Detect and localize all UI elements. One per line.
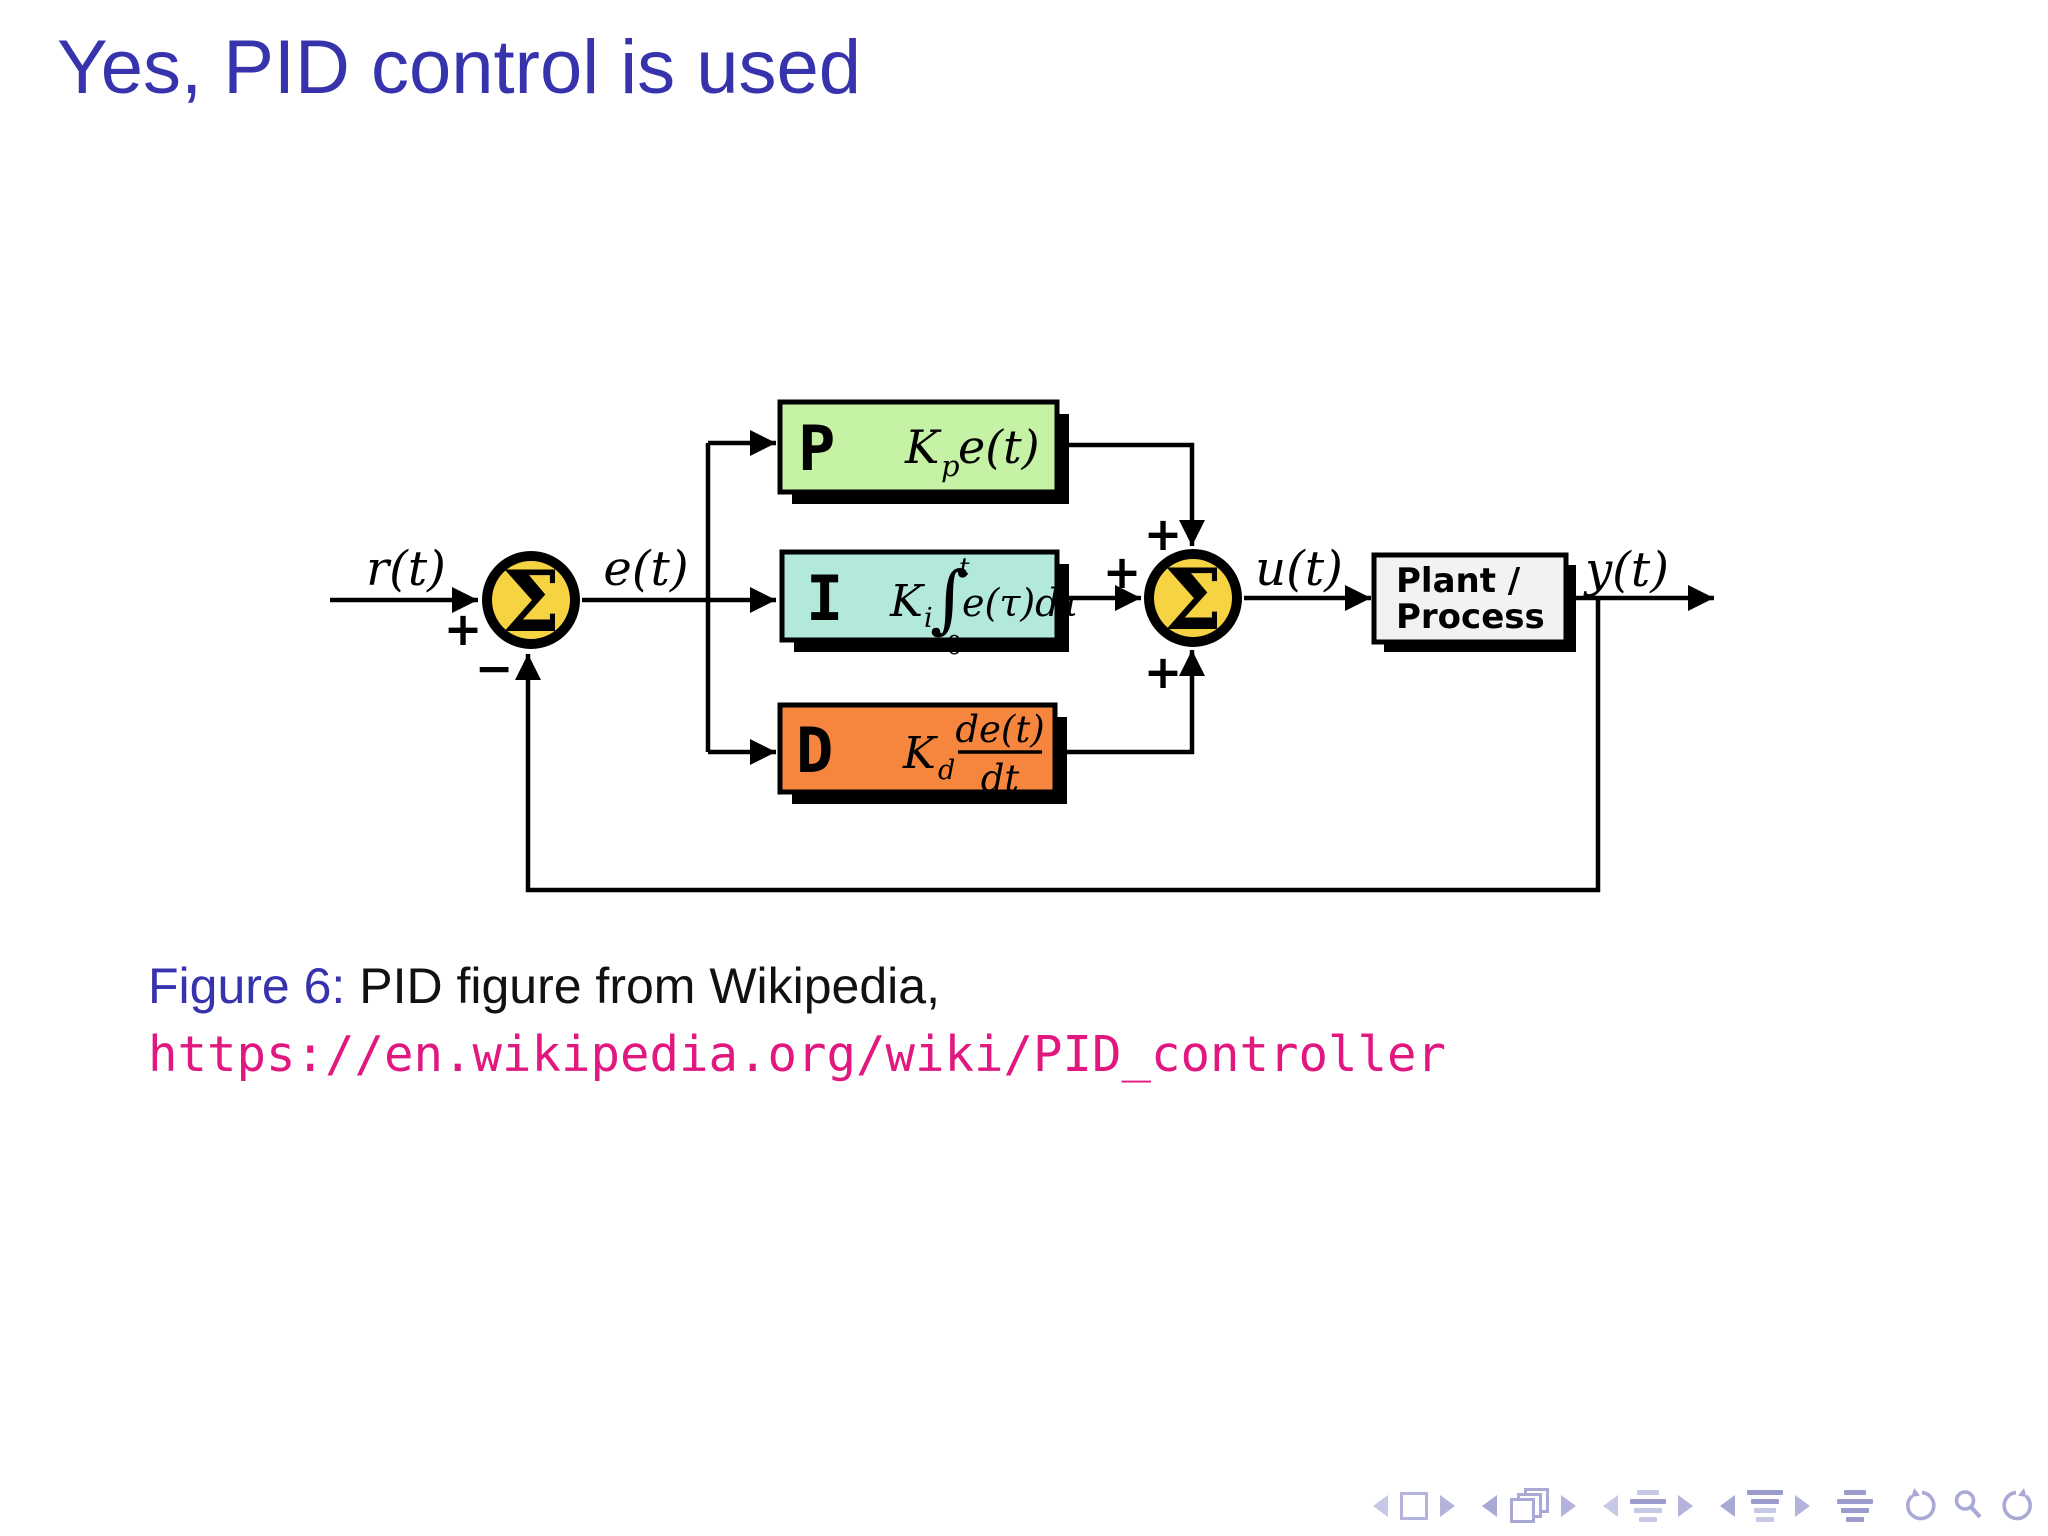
next-section-icon[interactable] bbox=[1795, 1495, 1810, 1517]
d-block-letter: D bbox=[796, 714, 833, 787]
wire-p-to-sum bbox=[1059, 442, 1205, 546]
error-signal-label: e(t) bbox=[603, 541, 688, 597]
minus-sign-left-sum: − bbox=[475, 641, 514, 695]
p-block-letter: P bbox=[798, 412, 835, 485]
wire-d-to-sum bbox=[1057, 650, 1205, 755]
d-block-gain-sub: d bbox=[938, 755, 955, 786]
sum-symbol-right: Σ bbox=[1163, 550, 1222, 649]
nav-group-section bbox=[1720, 1490, 1810, 1522]
nav-group-slide bbox=[1373, 1492, 1455, 1520]
plus-sign-right-sum-left: + bbox=[1103, 545, 1142, 599]
redo-navigation-icon[interactable] bbox=[2000, 1487, 2038, 1525]
i-block-letter: I bbox=[806, 562, 843, 635]
nav-group-appendix bbox=[1837, 1490, 1873, 1522]
prev-frame-icon[interactable] bbox=[1482, 1495, 1497, 1517]
i-block-integral-lower: 0 bbox=[946, 631, 963, 661]
search-icon[interactable] bbox=[1950, 1487, 1988, 1525]
appendix-toc-icon[interactable] bbox=[1837, 1490, 1873, 1522]
nav-group-frame bbox=[1482, 1488, 1576, 1524]
next-subsection-icon[interactable] bbox=[1678, 1495, 1693, 1517]
prev-slide-icon[interactable] bbox=[1373, 1495, 1388, 1517]
next-slide-icon[interactable] bbox=[1440, 1495, 1455, 1517]
nav-group-subsection bbox=[1603, 1490, 1693, 1522]
i-block bbox=[779, 549, 1060, 643]
control-signal-label: u(t) bbox=[1255, 541, 1343, 597]
input-signal-label: r(t) bbox=[366, 541, 446, 597]
section-toc-icon[interactable] bbox=[1747, 1490, 1783, 1522]
plant-label-line1: Plant / bbox=[1396, 561, 1521, 601]
p-block-expression: e(t) bbox=[958, 420, 1040, 474]
caption-text: PID figure from Wikipedia, bbox=[345, 958, 940, 1014]
navigation-bar bbox=[1346, 1486, 2038, 1526]
plus-sign-right-sum-top: + bbox=[1144, 507, 1183, 561]
i-block-integral-sign: ∫ bbox=[930, 556, 969, 642]
caption-url[interactable]: https://en.wikipedia.org/wiki/PID_contro… bbox=[148, 1026, 1447, 1083]
plus-sign-left-sum: + bbox=[444, 602, 483, 656]
wire-feedback bbox=[515, 598, 1601, 893]
pid-block-diagram: P K p e(t) I K i ∫ t 0 e(τ)dτ D K d de(t… bbox=[330, 399, 1714, 893]
nav-group-history bbox=[1900, 1487, 2038, 1525]
output-signal-label: y(t) bbox=[1583, 542, 1669, 598]
p-block-gain-sub: p bbox=[941, 449, 960, 483]
frames-overview-icon[interactable] bbox=[1509, 1488, 1549, 1524]
next-frame-icon[interactable] bbox=[1561, 1495, 1576, 1517]
caption-label: Figure 6: bbox=[148, 958, 346, 1014]
undo-navigation-icon[interactable] bbox=[1900, 1487, 1938, 1525]
i-block-expression: e(τ)dτ bbox=[962, 581, 1081, 625]
i-block-gain: K bbox=[889, 576, 925, 627]
figure-caption: Figure 6: PID figure from Wikipedia, htt… bbox=[148, 960, 1446, 1081]
sum-junction-right bbox=[1144, 549, 1242, 647]
plant-block bbox=[1371, 552, 1569, 645]
plus-sign-right-sum-bottom: + bbox=[1144, 645, 1183, 699]
sum-junction-left bbox=[482, 551, 580, 649]
d-block-denominator: dt bbox=[981, 757, 1020, 800]
p-block bbox=[777, 399, 1060, 495]
i-block-integral-upper: t bbox=[959, 553, 970, 583]
slide-frame-icon[interactable] bbox=[1400, 1492, 1428, 1520]
p-block-gain: K bbox=[904, 420, 942, 474]
page-title: Yes, PID control is used bbox=[57, 25, 862, 110]
prev-section-icon[interactable] bbox=[1720, 1495, 1735, 1517]
d-block-numerator: de(t) bbox=[955, 708, 1044, 751]
subsection-toc-icon[interactable] bbox=[1630, 1490, 1666, 1522]
i-block-gain-sub: i bbox=[924, 603, 933, 634]
prev-subsection-icon[interactable] bbox=[1603, 1495, 1618, 1517]
plant-label-line2: Process bbox=[1396, 597, 1545, 637]
d-block bbox=[777, 702, 1058, 795]
sum-symbol-left: Σ bbox=[501, 552, 560, 651]
d-block-gain: K bbox=[902, 728, 938, 779]
